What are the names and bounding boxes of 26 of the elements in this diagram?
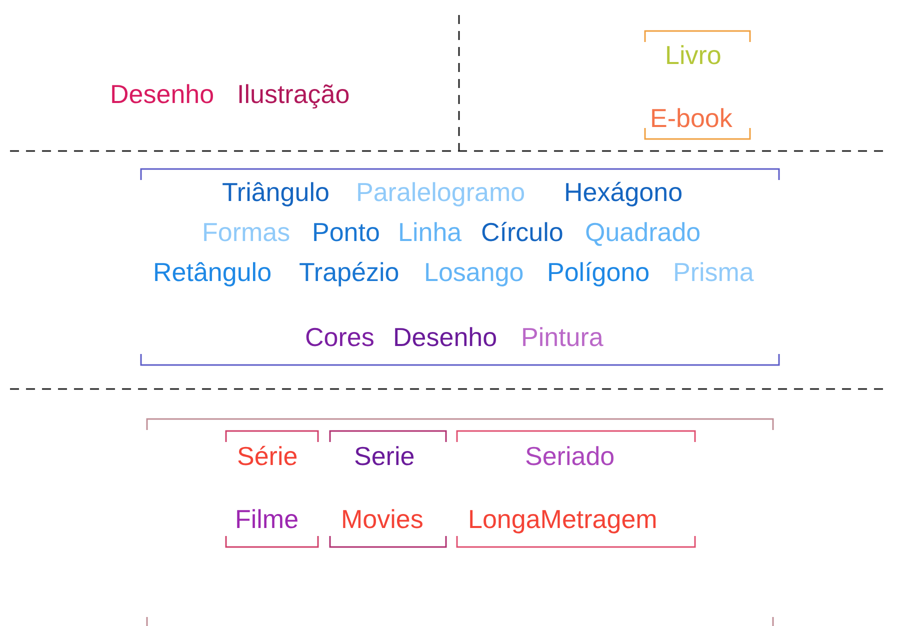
word: Livro [665,40,722,70]
word: Triângulo [222,177,330,207]
word: Hexágono [564,177,683,207]
word: Linha [398,217,462,247]
word: Polígono [547,257,650,287]
word: Movies [341,504,424,534]
word: Formas [202,217,290,247]
word: Desenho [110,79,214,109]
word: Filme [235,504,299,534]
word: Desenho [393,322,498,352]
word: Paralelogramo [356,177,526,207]
word: Seriado [525,441,615,471]
word: LongaMetragem [468,504,658,534]
word: Círculo [481,217,564,247]
word: Ilustração [237,79,350,109]
word: Quadrado [585,217,701,247]
word: Retângulo [153,257,272,287]
word: Serie [354,441,415,471]
word: Série [237,441,298,471]
word: Losango [424,257,524,287]
word: Ponto [312,217,380,247]
word: Cores [305,322,374,352]
word: Pintura [521,322,604,352]
word: E-book [650,103,732,133]
word: Prisma [673,257,754,287]
word: Trapézio [299,257,400,287]
